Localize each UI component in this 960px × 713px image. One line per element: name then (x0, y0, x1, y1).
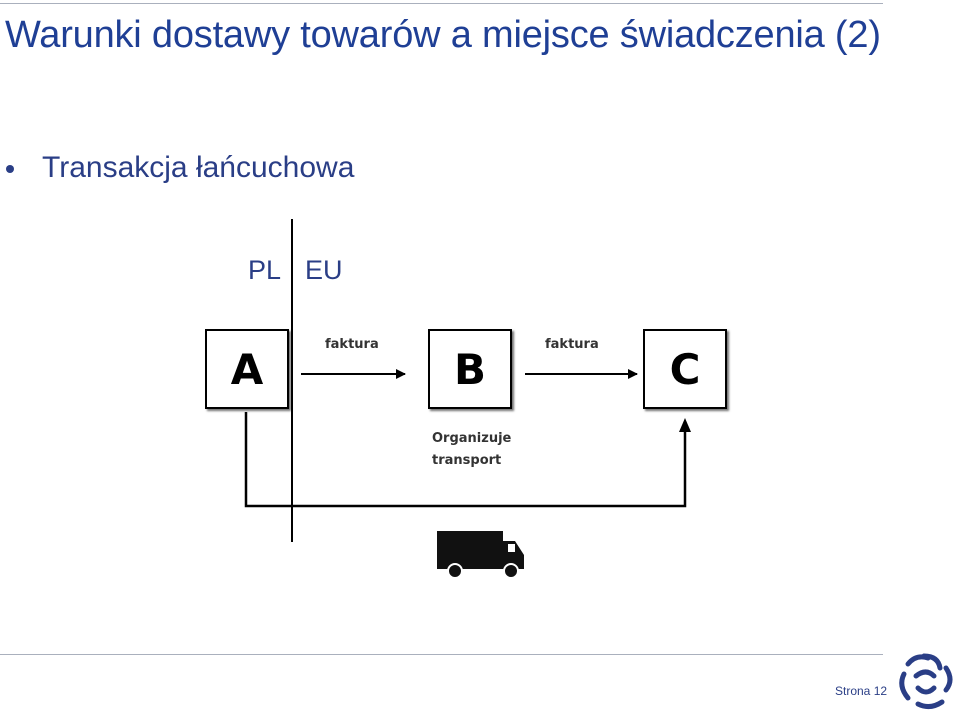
swirl-logo-icon (899, 653, 953, 710)
party-label-b: B (453, 344, 486, 394)
transport-note: Organizuje transport (432, 428, 511, 472)
truck-icon (437, 531, 524, 579)
zone-label-pl: PL (248, 255, 282, 285)
page-number: Strona 12 (835, 684, 888, 698)
party-box-a: A (205, 329, 289, 409)
transport-note-line-2: transport (432, 453, 502, 468)
bullet-item: Transakcja łańcuchowa (6, 148, 354, 188)
footer-rule (0, 654, 883, 655)
invoice-label-b-c: faktura (545, 337, 599, 352)
transport-note-line-1: Organizuje (432, 431, 512, 446)
goods-flow-arrow (244, 412, 687, 508)
party-box-b: B (428, 329, 512, 409)
border-divider-line (291, 219, 293, 542)
bullet-text: Transakcja łańcuchowa (42, 151, 355, 184)
invoice-label-a-b: faktura (325, 337, 379, 352)
party-label-c: C (669, 344, 701, 394)
party-box-c: C (643, 329, 727, 409)
goods-flow-arrowhead (679, 418, 691, 432)
bullet-dot (6, 165, 14, 173)
party-label-a: A (230, 344, 264, 394)
zone-label-eu: EU (305, 255, 343, 285)
top-rule (0, 3, 883, 4)
slide-title: Warunki dostawy towarów a miejsce świadc… (5, 14, 881, 56)
